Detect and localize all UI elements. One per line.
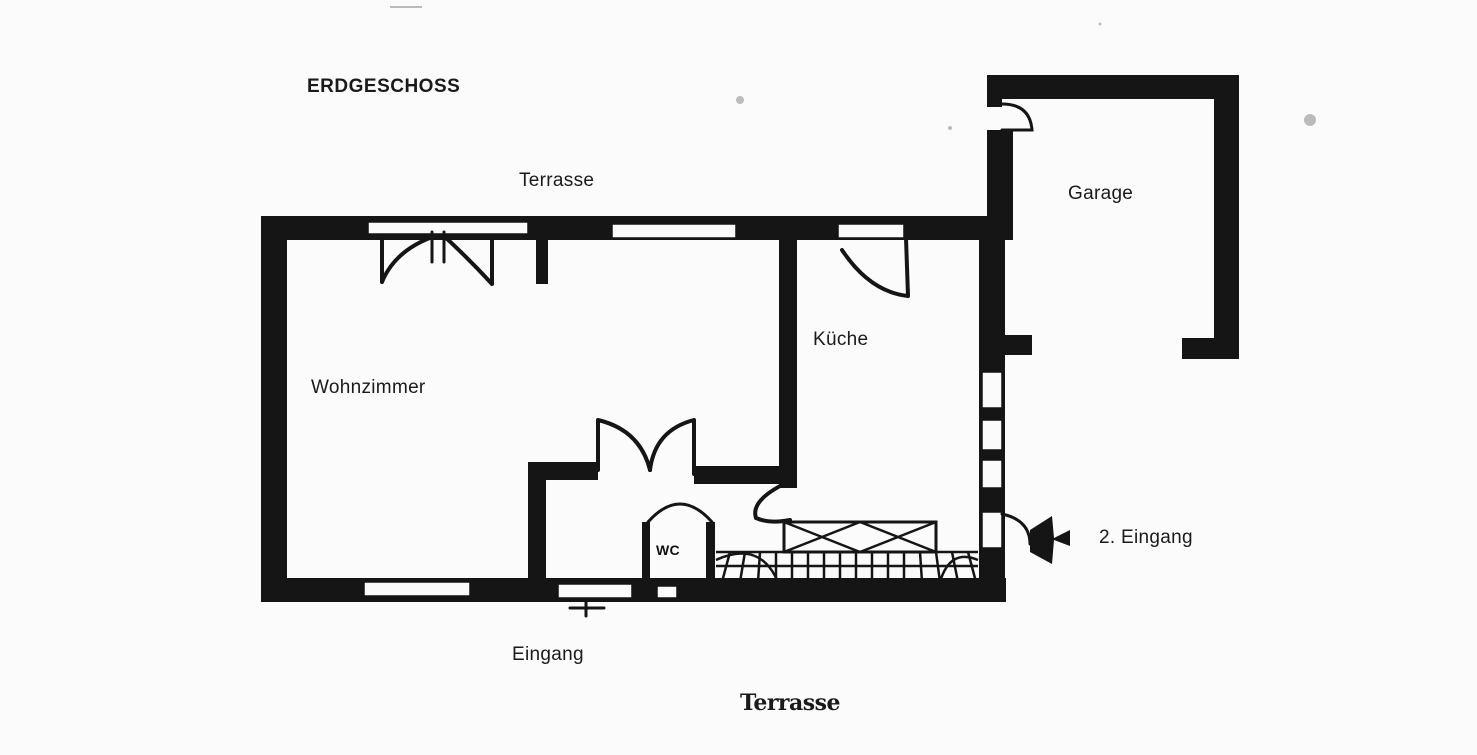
hall-north-wall-right (694, 466, 790, 484)
hall-north-wall-left (528, 462, 598, 480)
entrance-label: Eingang (512, 644, 584, 665)
entrance-door-mark (568, 598, 606, 618)
second-entrance-door-arc (1000, 512, 1032, 546)
garage-west-wall (987, 130, 1013, 240)
kitchen-window-east-1 (981, 371, 1003, 409)
wc-door (646, 502, 714, 524)
wc-east-wall (706, 522, 715, 582)
garage-east-wall (1214, 75, 1239, 359)
terrace-door-mullion (536, 238, 548, 284)
kitchen-living-wall (779, 238, 797, 488)
second-entrance-label: 2. Eingang (1099, 527, 1193, 548)
wc-label: WC (656, 542, 680, 558)
kitchen-door-opening (837, 223, 905, 239)
scan-noise (390, 6, 1316, 130)
entrance-door-opening (557, 583, 633, 599)
staircase (715, 520, 979, 583)
garage-door (1000, 102, 1034, 132)
windows (363, 221, 1003, 599)
terrace-door-center (430, 230, 446, 264)
hall-door-left-leaf (596, 418, 652, 472)
terrace-door-opening (367, 221, 529, 235)
doors (380, 102, 1034, 618)
wc-window (656, 585, 678, 599)
plan-title: ERDGESCHOSS (307, 76, 461, 97)
living-room-window-south (363, 581, 471, 597)
second-entrance-arrow (1030, 516, 1070, 564)
stair-curve-left (715, 552, 780, 583)
garage-north-wall (987, 75, 1239, 99)
garage-west-stub (987, 335, 1032, 355)
kitchen-label: Küche (813, 329, 869, 350)
kitchen-terrace-door (840, 236, 910, 298)
garage-east-stub (1182, 338, 1239, 359)
kitchen-window-east-2 (981, 419, 1003, 451)
stair-treads (720, 551, 978, 583)
garage-label: Garage (1068, 183, 1134, 204)
second-entrance-opening (981, 511, 1003, 549)
wc-west-wall (642, 522, 650, 582)
terrace-top-label: Terrasse (519, 170, 595, 191)
garage-door-jamb (987, 75, 1002, 107)
living-room-label: Wohnzimmer (311, 377, 426, 398)
hall-door-right-leaf (648, 418, 696, 476)
terrace-bottom-label: Terrasse (740, 690, 841, 716)
living-room-window-north (611, 223, 737, 239)
kitchen-hall-door (753, 480, 792, 524)
stair-curve-right (938, 555, 979, 583)
terrace-door-left-leaf (380, 234, 437, 284)
west-wall (261, 216, 287, 600)
hall-west-wall (528, 462, 546, 582)
stair-cross (783, 520, 937, 554)
stair-landing-box (782, 520, 938, 554)
kitchen-window-east-3 (981, 459, 1003, 489)
terrace-door-right-leaf (442, 234, 494, 286)
walls (261, 75, 1239, 602)
